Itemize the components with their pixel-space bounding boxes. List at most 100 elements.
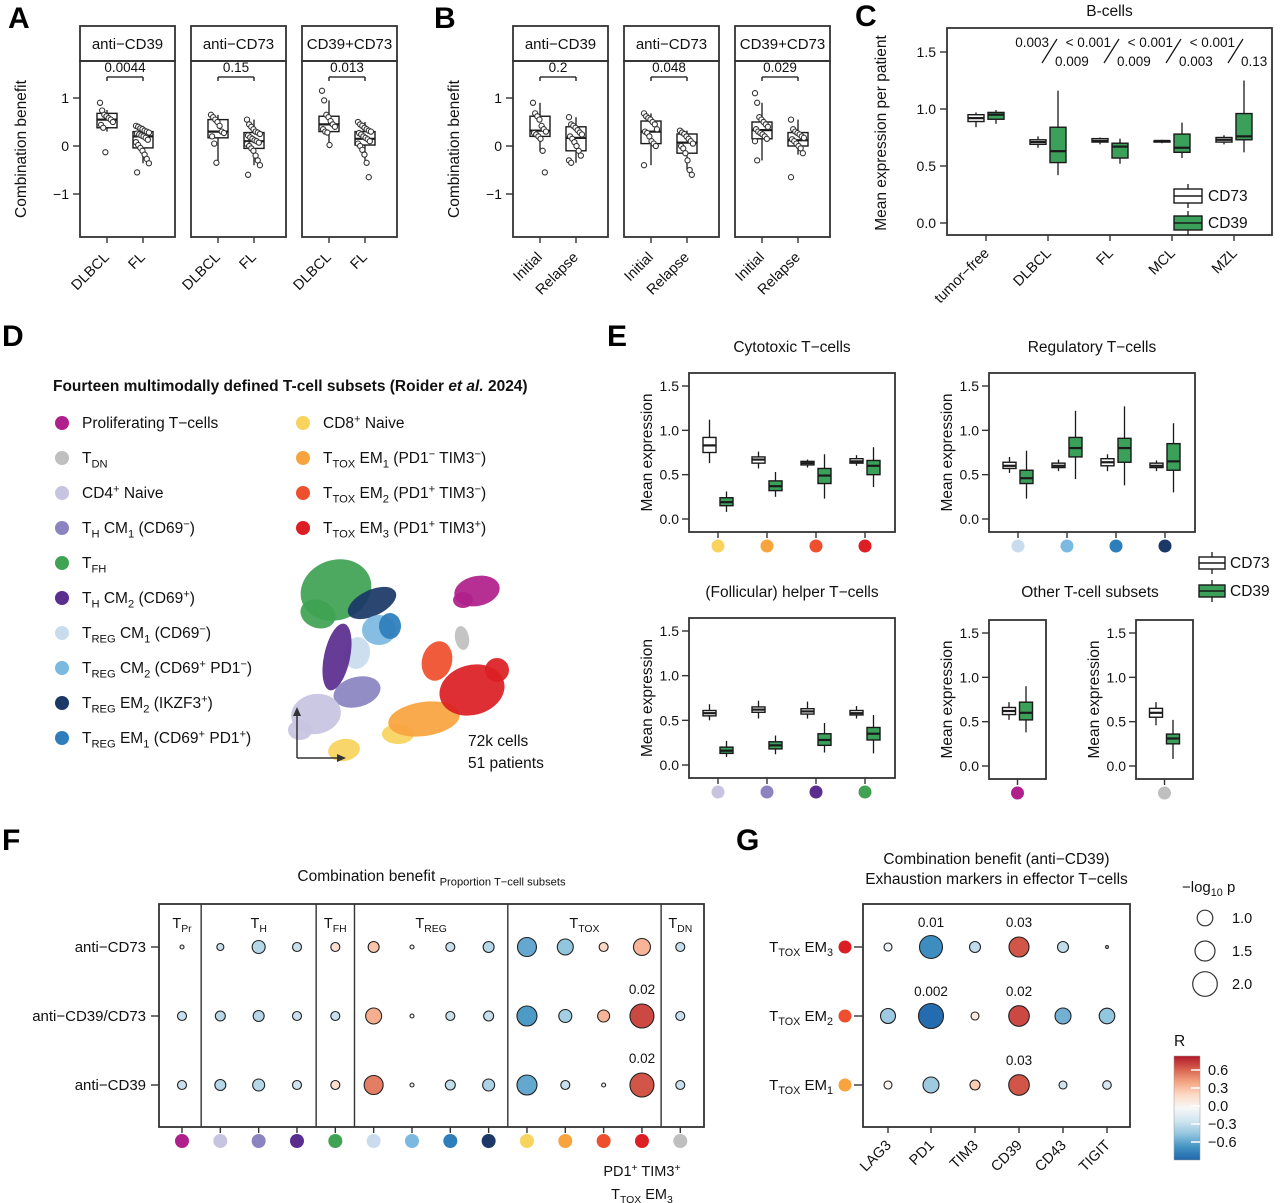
legend-dot (55, 661, 69, 675)
data-dot (1102, 1080, 1112, 1090)
rect (1166, 442, 1181, 471)
rect (688, 617, 896, 779)
axis-label: Mean expression (939, 640, 956, 758)
tick-label: DLBCL (68, 250, 112, 294)
p-value-label: 0.0044 (104, 60, 146, 75)
legend-dot (55, 416, 69, 430)
column-group-label: TH (250, 916, 266, 935)
line (1103, 38, 1120, 64)
caption: TTOX EM3 (611, 1187, 673, 1203)
row-label: TTOX EM2 (769, 1008, 833, 1028)
umap-cluster (454, 626, 470, 650)
data-dot (632, 937, 652, 957)
data-point (326, 141, 333, 149)
data-point (321, 97, 328, 104)
data-point (102, 149, 109, 156)
category-dot (366, 1134, 381, 1148)
panel-letter-g: G (736, 824, 760, 857)
category-dot (1158, 539, 1172, 553)
legend-label: CD73 (1208, 188, 1248, 205)
data-dot (917, 1002, 945, 1030)
data-dot (883, 1080, 893, 1090)
p-value-label: 0.003 (1015, 35, 1049, 50)
data-point (213, 159, 220, 166)
legend-label: 2.0 (1232, 977, 1252, 993)
row-label: TTOX EM1 (769, 1077, 833, 1097)
legend-dot (296, 486, 310, 500)
data-dot (1008, 1074, 1030, 1096)
facet-title: anti−CD39 (92, 36, 163, 53)
tick-label: 0.5 (960, 467, 980, 483)
p-value-label: < 0.001 (1190, 35, 1235, 50)
facet-title: anti−CD73 (203, 36, 274, 53)
data-dot (1054, 1007, 1072, 1025)
data-dot (330, 1010, 341, 1022)
axis-label: Mean expression per patient (873, 35, 890, 231)
data-point (256, 162, 264, 169)
rect (1049, 126, 1067, 164)
data-dot (598, 941, 609, 953)
data-dot (558, 1008, 573, 1024)
data-point (800, 134, 808, 141)
tick-label: 1.0 (1107, 669, 1127, 685)
data-dot (1058, 1080, 1068, 1090)
rect (190, 25, 287, 62)
column-group-label: TREG (415, 916, 446, 935)
rect (862, 903, 1131, 1128)
category-dot (519, 1134, 534, 1148)
legend-label: 1.5 (1232, 944, 1252, 960)
data-dot (444, 1079, 456, 1091)
data-point (787, 174, 795, 181)
tick-label: 0.5 (660, 467, 680, 483)
data-dot (1008, 936, 1030, 958)
data-dot (291, 1079, 303, 1091)
axis-label: Mean expression (939, 393, 956, 511)
data-dot (445, 1010, 456, 1022)
rect (623, 25, 720, 62)
category-dot (1158, 786, 1171, 800)
umap-plot: 72k cells 51 patients (288, 559, 544, 772)
data-point (640, 162, 648, 169)
umap-cluster (300, 599, 336, 629)
axis-label: Combination benefit (13, 79, 30, 218)
row-label: anti−CD73 (75, 939, 146, 956)
tick-label: 0.5 (1107, 714, 1127, 730)
p-value-label: 0.13 (1241, 54, 1267, 69)
data-point (799, 150, 806, 157)
tick-label: FL (348, 250, 371, 273)
tick-label: 1.0 (917, 101, 937, 117)
umap-cluster (328, 738, 360, 762)
data-point (144, 136, 151, 143)
panel-title: Other T-cell subsets (1021, 584, 1159, 601)
panel-g: Combination benefit (anti−CD39) Exhausti… (769, 851, 1252, 1175)
data-point (96, 99, 104, 106)
tick-label: 1.0 (660, 668, 680, 684)
data-point (652, 142, 659, 150)
data-dot (176, 1079, 188, 1091)
data-dot (629, 1003, 655, 1029)
data-point (244, 171, 252, 178)
data-point (256, 130, 264, 138)
legend-label: 1.0 (1232, 911, 1252, 927)
legend-label: CD8+ Naive (323, 413, 404, 432)
umap-note: 72k cells (468, 733, 529, 750)
tick-label: 1.5 (960, 378, 980, 394)
category-dot (558, 1134, 573, 1148)
data-dot (560, 1079, 571, 1091)
data-dot (969, 1079, 981, 1091)
umap-cluster (379, 613, 401, 639)
data-dot (482, 1078, 496, 1092)
p-value-label: 0.01 (918, 915, 944, 930)
p-value-label: 0.02 (629, 1051, 655, 1066)
umap-note: 51 patients (468, 755, 544, 772)
facet-title: anti−CD73 (636, 36, 707, 53)
category-dot (404, 1134, 419, 1148)
category-dot (711, 539, 725, 553)
panel-f: Combination benefit Proportion T−cell su… (32, 868, 705, 1203)
size-legend-circle (1194, 940, 1216, 962)
